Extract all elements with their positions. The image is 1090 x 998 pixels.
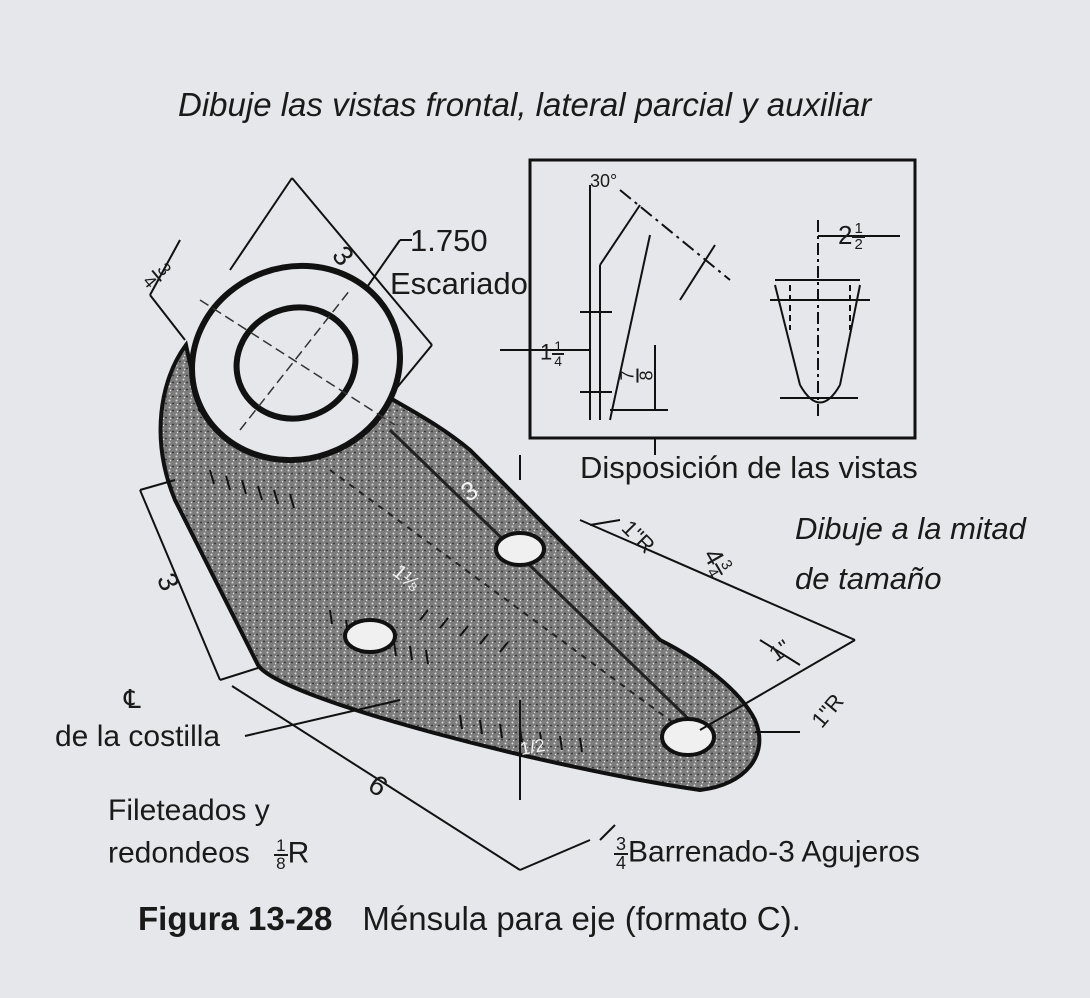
inset-caption: Disposición de las vistas [580, 450, 918, 485]
inset-angle-label: 30° [590, 171, 618, 191]
inset-left-whole: 1 [540, 339, 553, 365]
figure-caption: Figura 13-28 Ménsula para eje (formato C)… [138, 902, 801, 935]
inset-width-numerator: 1 [852, 220, 865, 239]
dimension-lines [139, 177, 856, 871]
hole-denominator: 4 [616, 852, 627, 873]
fillet-denominator: 8 [276, 853, 286, 873]
scale-note-line1: Dibuje a la mitad [795, 511, 1026, 546]
inset-width-denominator: 2 [854, 236, 863, 254]
rib-centerline-symbol: ℄ [124, 684, 141, 714]
fillets-note-text: redondeos [108, 836, 250, 870]
bore-diameter-label: 1.750 [410, 223, 488, 258]
rib-label: de la costilla [55, 720, 221, 753]
inset-left-numerator: 1 [552, 338, 565, 355]
drilled-holes [343, 531, 716, 757]
bore-note-label: Escariado [390, 266, 528, 301]
fillet-suffix: R [287, 836, 310, 870]
figure-title: Ménsula para eje (formato C). [362, 900, 801, 937]
fillets-note-line1: Fileteados y [108, 794, 270, 827]
scale-note-line2: de tamaño [795, 561, 942, 596]
figure-number: Figura 13-28 [138, 900, 333, 937]
hole-numerator: 3 [614, 834, 629, 855]
instruction-heading: Dibuje las vistas frontal, lateral parci… [178, 86, 872, 123]
hole-note-text: Barrenado-3 Agujeros [628, 835, 920, 869]
dimension-web: 1/2 [518, 734, 547, 760]
inset-depth-numerator: 7 [617, 368, 639, 383]
inset-depth-denominator: 8 [636, 370, 657, 381]
view-layout-inset [500, 158, 917, 455]
inset-left-denominator: 4 [554, 352, 563, 369]
fillet-numerator: 1 [274, 836, 288, 856]
inset-width-whole: 2 [838, 220, 853, 250]
cylinder-boss [189, 262, 403, 464]
